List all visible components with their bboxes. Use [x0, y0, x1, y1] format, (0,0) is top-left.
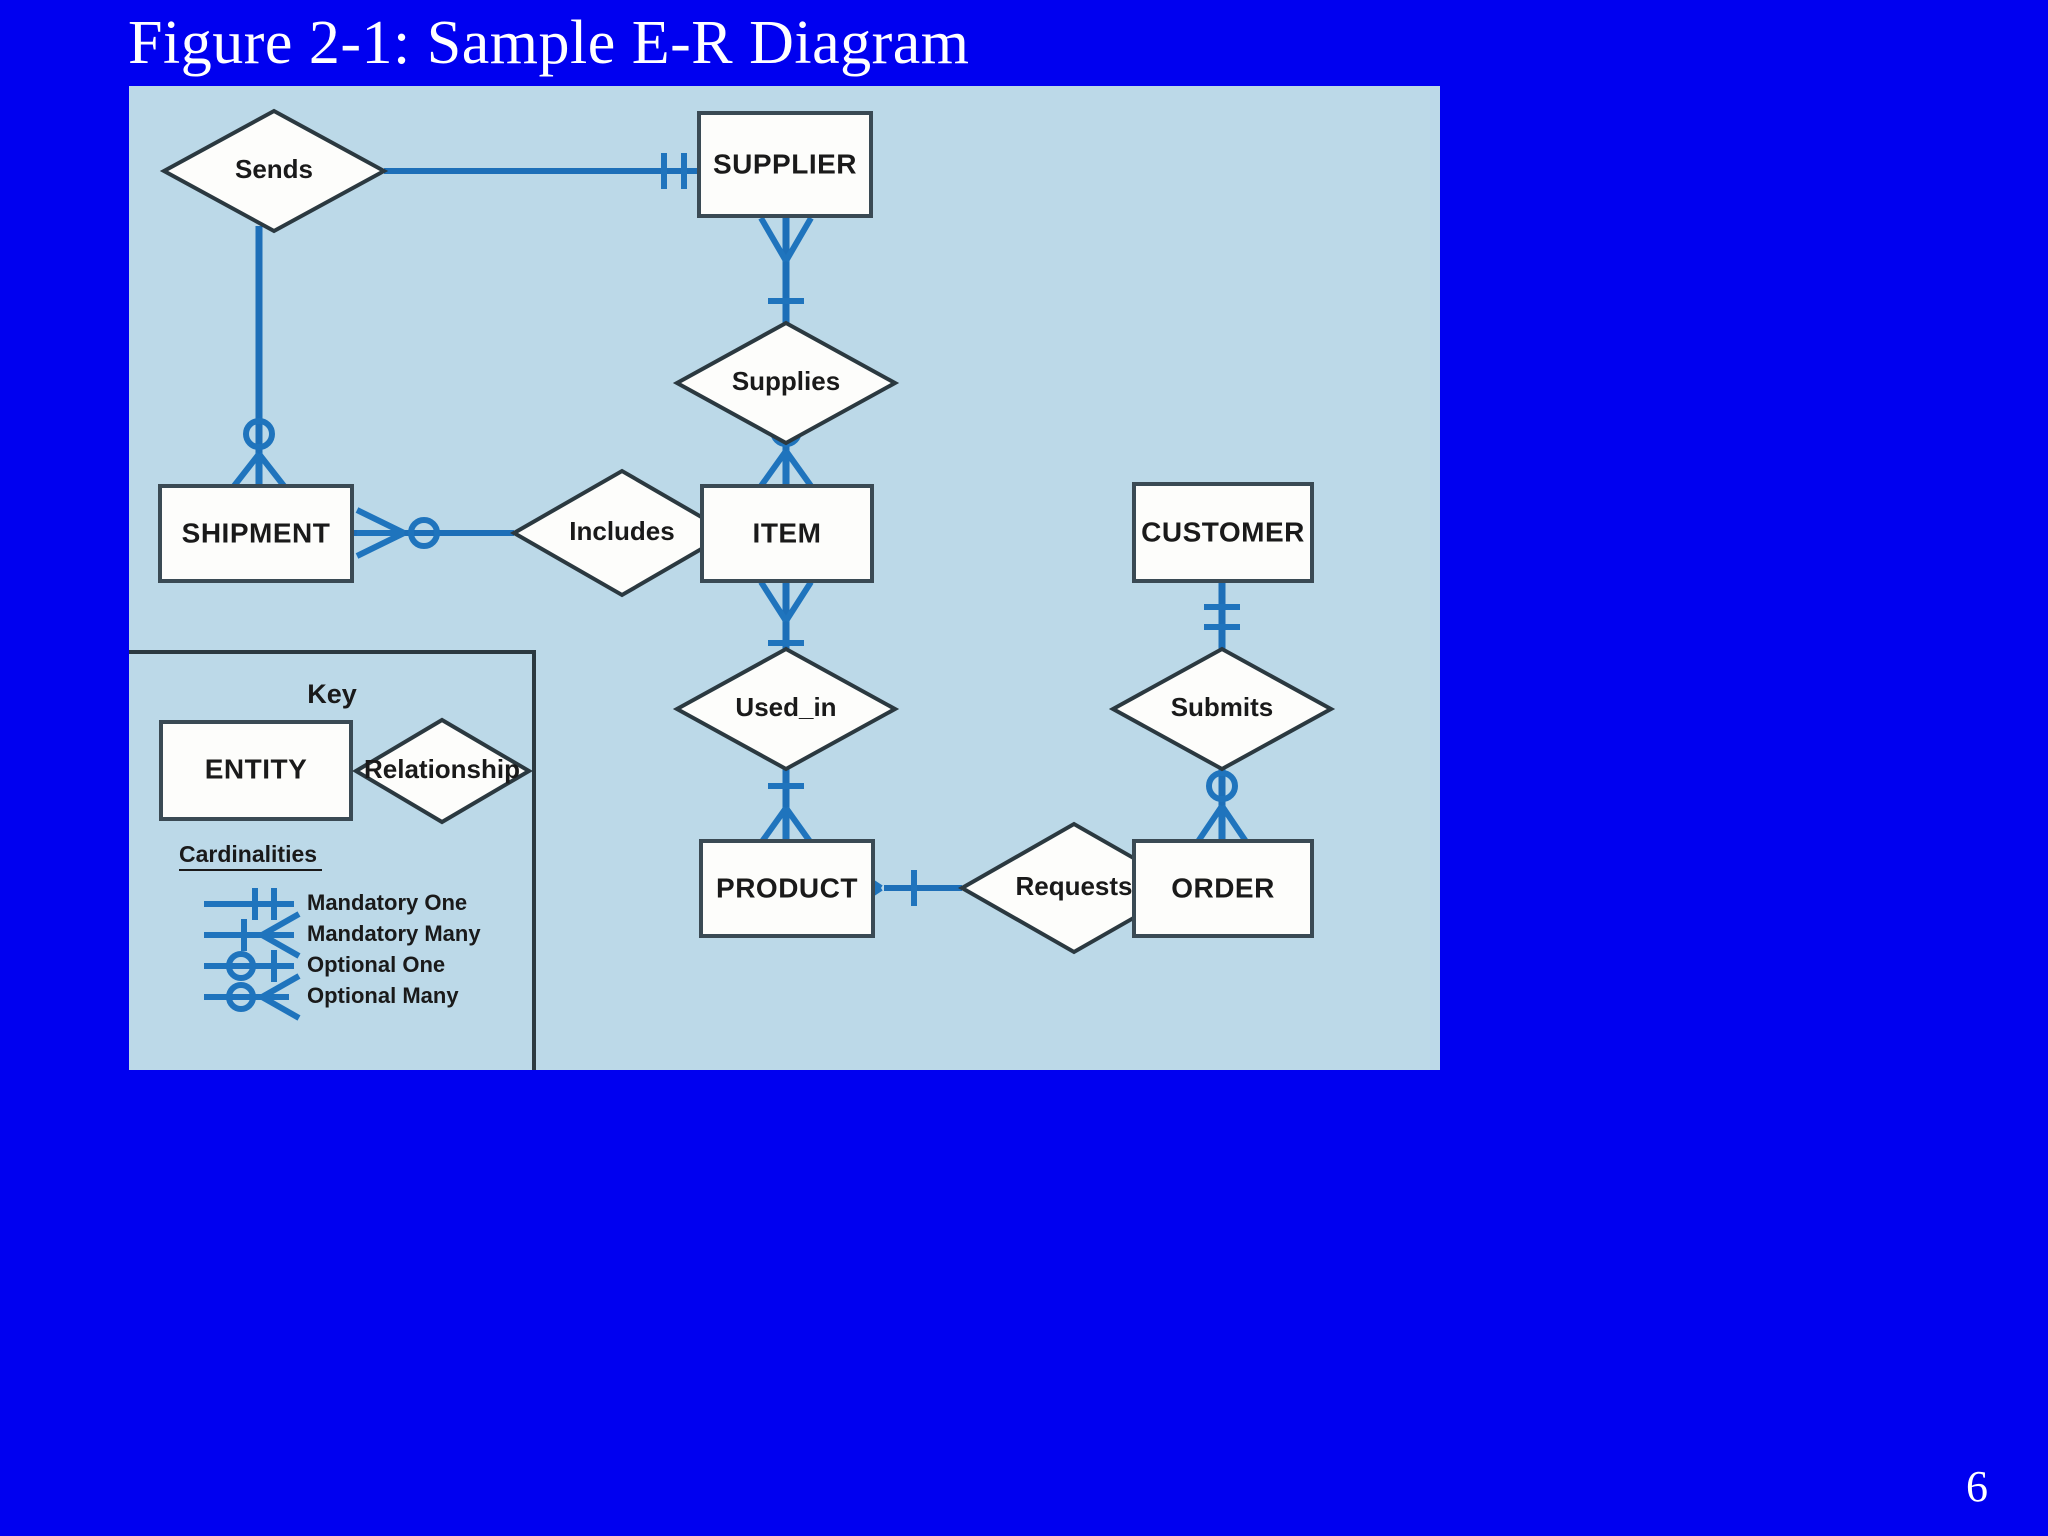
key-cardinality-optional-many-label: Optional Many: [307, 983, 459, 1008]
cardinality-mandatory-many-supplier-supplies: [758, 216, 814, 304]
cardinality-mandatory-many-item-usedin: [758, 580, 814, 646]
key-cardinality-mandatory-many-label: Mandatory Many: [307, 921, 481, 946]
relationship-submits[interactable]: Submits: [1108, 646, 1336, 772]
key-cardinality-optional-one: Optional One: [204, 950, 445, 982]
entity-product-label: PRODUCT: [716, 872, 858, 903]
relationship-requests-label: Requests: [1015, 871, 1132, 901]
relationship-used-in[interactable]: Used_in: [672, 646, 900, 772]
key-entity-label: ENTITY: [205, 753, 308, 784]
key-cardinalities-heading: Cardinalities: [179, 841, 322, 871]
cardinality-mandatory-one-customer-submits: [1204, 604, 1240, 630]
cardinality-optional-many-shipment-includes: [355, 507, 440, 559]
page-number: 6: [1966, 1462, 1988, 1511]
entity-supplier[interactable]: SUPPLIER: [697, 111, 873, 218]
entity-shipment[interactable]: SHIPMENT: [158, 484, 354, 583]
relationship-submits-label: Submits: [1171, 692, 1274, 722]
key-title: Key: [307, 679, 357, 709]
key-cardinality-mandatory-many: Mandatory Many: [204, 911, 481, 959]
key-panel: Key ENTITY Relationship Cardinalities Ma…: [129, 650, 536, 1070]
optional-one-icon: [204, 950, 294, 982]
cardinality-optional-many-submits-order: [1194, 770, 1250, 845]
optional-many-icon: [204, 973, 301, 1021]
relationship-used-in-label: Used_in: [735, 692, 836, 722]
mandatory-many-icon: [204, 911, 301, 959]
relationship-requests[interactable]: Requests: [957, 821, 1191, 955]
svg-text:Cardinalities: Cardinalities: [179, 841, 317, 867]
entity-item-label: ITEM: [753, 517, 822, 548]
mandatory-one-icon: [204, 888, 294, 920]
entity-supplier-label: SUPPLIER: [713, 148, 857, 179]
cardinality-mandatory-many-usedin-product: [758, 783, 814, 845]
cardinality-optional-many-sends-shipment: [231, 418, 287, 488]
page-title: Figure 2-1: Sample E-R Diagram: [128, 9, 970, 77]
cardinality-mandatory-one-sends-supplier: [661, 153, 687, 189]
key-cardinality-optional-one-label: Optional One: [307, 952, 445, 977]
er-diagram-canvas: Sends Supplies Includes Used_in Submits …: [129, 86, 1440, 1070]
relationship-includes-label: Includes: [569, 516, 674, 546]
entity-customer[interactable]: CUSTOMER: [1132, 482, 1314, 583]
relationship-supplies[interactable]: Supplies: [672, 320, 900, 446]
entity-order-label: ORDER: [1171, 872, 1275, 903]
key-relationship-sample: Relationship: [352, 717, 533, 825]
key-entity-sample: ENTITY: [159, 720, 353, 821]
key-cardinality-mandatory-one-label: Mandatory One: [307, 890, 467, 915]
entity-order[interactable]: ORDER: [1132, 839, 1314, 938]
entity-shipment-label: SHIPMENT: [182, 517, 331, 548]
key-cardinality-optional-many: Optional Many: [204, 973, 459, 1021]
relationship-sends-label: Sends: [235, 154, 313, 184]
key-cardinality-mandatory-one: Mandatory One: [204, 888, 467, 920]
key-relationship-label: Relationship: [364, 754, 520, 784]
entity-product[interactable]: PRODUCT: [699, 839, 875, 938]
relationship-supplies-label: Supplies: [732, 366, 840, 396]
entity-customer-label: CUSTOMER: [1141, 516, 1305, 547]
entity-item[interactable]: ITEM: [700, 484, 874, 583]
relationship-sends[interactable]: Sends: [159, 108, 389, 234]
relationship-includes[interactable]: Includes: [509, 468, 733, 598]
